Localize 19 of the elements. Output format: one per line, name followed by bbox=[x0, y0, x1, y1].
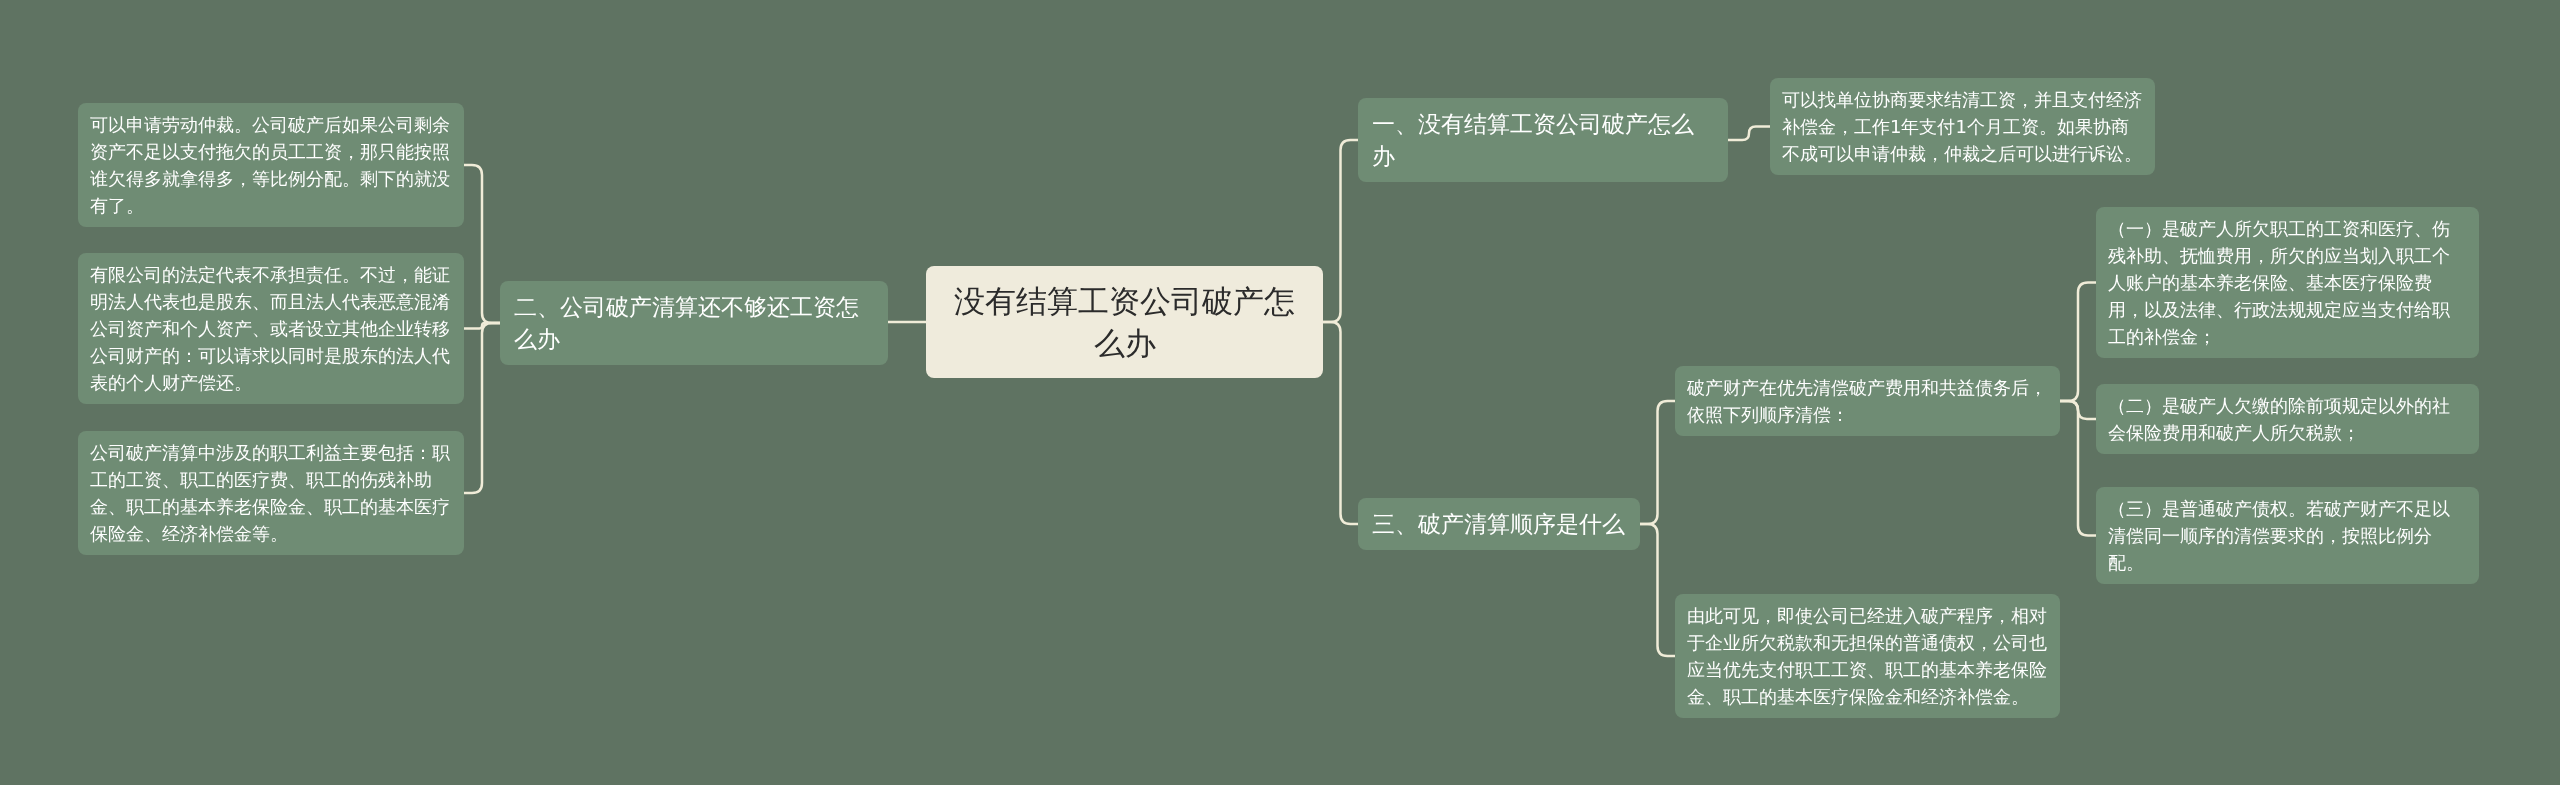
note-box: 破产财产在优先清偿破产费用和共益债务后，依照下列顺序清偿： bbox=[1675, 366, 2060, 436]
connector-line bbox=[1728, 125, 1770, 142]
connector-line bbox=[1640, 522, 1675, 658]
note-box: 公司破产清算中涉及的职工利益主要包括：职工的工资、职工的医疗费、职工的伤残补助金、职工的基本养老保险金、职工的基本医疗保险金、经济补偿金等。 bbox=[78, 431, 464, 555]
note-box: 有限公司的法定代表不承担责任。不过，能证明法人代表也是股东、而且法人代表恶意混淆公司资产和个人资产、或者设立其他企业转移公司财产的：可以请求以同时是股东的法人代表的个人财产偿还。 bbox=[78, 253, 464, 404]
note-box: （一）是破产人所欠职工的工资和医疗、伤残补助、抚恤费用，所欠的应当划入职工个人账户的基本养老保险、基本医疗保险费用，以及法律、行政法规规定应当支付给职工的补偿金； bbox=[2096, 207, 2479, 358]
note-box: 可以申请劳动仲裁。公司破产后如果公司剩余资产不足以支付拖欠的员工工资，那只能按照谁欠得多就拿得多，等比例分配。剩下的就没有了。 bbox=[78, 103, 464, 227]
topic-box: 没有结算工资公司破产怎么办 bbox=[926, 266, 1323, 378]
connector-line bbox=[2060, 399, 2096, 537]
connector-line bbox=[1323, 320, 1358, 526]
note-box: （三）是普通破产债权。若破产财产不足以清偿同一顺序的清偿要求的，按照比例分配。 bbox=[2096, 487, 2479, 584]
branch-box: 一、没有结算工资公司破产怎么办 bbox=[1358, 98, 1728, 182]
note-box: （二）是破产人欠缴的除前项规定以外的社会保险费用和破产人所欠税款； bbox=[2096, 384, 2479, 454]
branch-box: 二、公司破产清算还不够还工资怎么办 bbox=[500, 281, 888, 365]
note-box: 可以找单位协商要求结清工资，并且支付经济补偿金，工作1年支付1个月工资。如果协商不成可以申请仲裁，仲裁之后可以进行诉讼。 bbox=[1770, 78, 2155, 175]
connector-line bbox=[464, 321, 500, 495]
connector-line bbox=[888, 320, 926, 324]
branch-box: 三、破产清算顺序是什么 bbox=[1358, 498, 1640, 550]
note-box: 由此可见，即使公司已经进入破产程序，相对于企业所欠税款和无担保的普通债权，公司也应当优先支付职工工资、职工的基本养老保险金、职工的基本医疗保险金和经济补偿金。 bbox=[1675, 594, 2060, 718]
